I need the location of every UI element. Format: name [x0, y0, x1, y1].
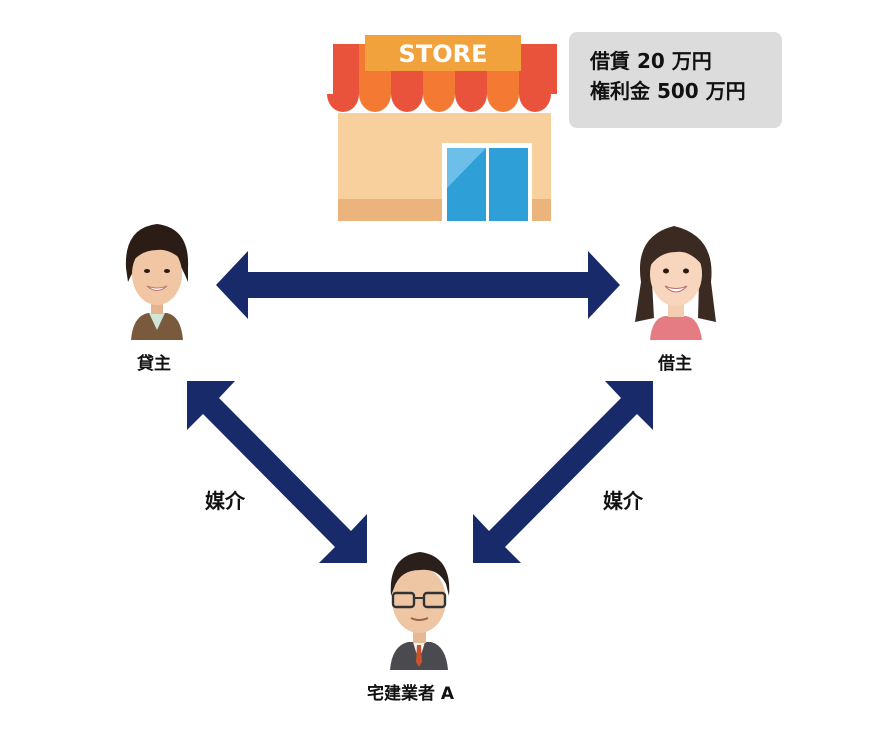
tenant-avatar-icon — [635, 226, 716, 340]
broker-label: 宅建業者 A — [367, 684, 455, 704]
store-sign — [365, 35, 521, 71]
awning-scallop — [487, 94, 519, 112]
tenant-broker-double-arrow — [473, 381, 653, 563]
awning-scallop — [359, 94, 391, 112]
store-door-right — [489, 148, 528, 221]
awning-scallop — [455, 94, 487, 112]
landlord-tenant-double-arrow — [216, 251, 620, 319]
store-icon: STORE — [327, 35, 557, 221]
key-money-text: 権利金 500 万円 — [590, 79, 746, 103]
broker-avatar-icon — [390, 552, 450, 670]
awning-scallop — [327, 94, 359, 112]
tenant-label: 借主 — [658, 354, 692, 374]
store-sign-text: STORE — [399, 40, 488, 68]
landlord-avatar-icon — [125, 224, 189, 340]
left-mediation-label: 媒介 — [205, 489, 245, 513]
landlord-label: 貸主 — [137, 354, 171, 374]
rent-info-box: 借賃 20 万円 権利金 500 万円 — [569, 32, 782, 128]
right-mediation-label: 媒介 — [603, 489, 643, 513]
awning-scallop — [519, 94, 551, 112]
arrows-group — [187, 251, 653, 563]
rent-text: 借賃 20 万円 — [590, 49, 712, 73]
awning-scallop — [423, 94, 455, 112]
landlord-broker-double-arrow — [187, 381, 367, 563]
awning-scallop — [391, 94, 423, 112]
store-door-glare — [447, 148, 486, 188]
